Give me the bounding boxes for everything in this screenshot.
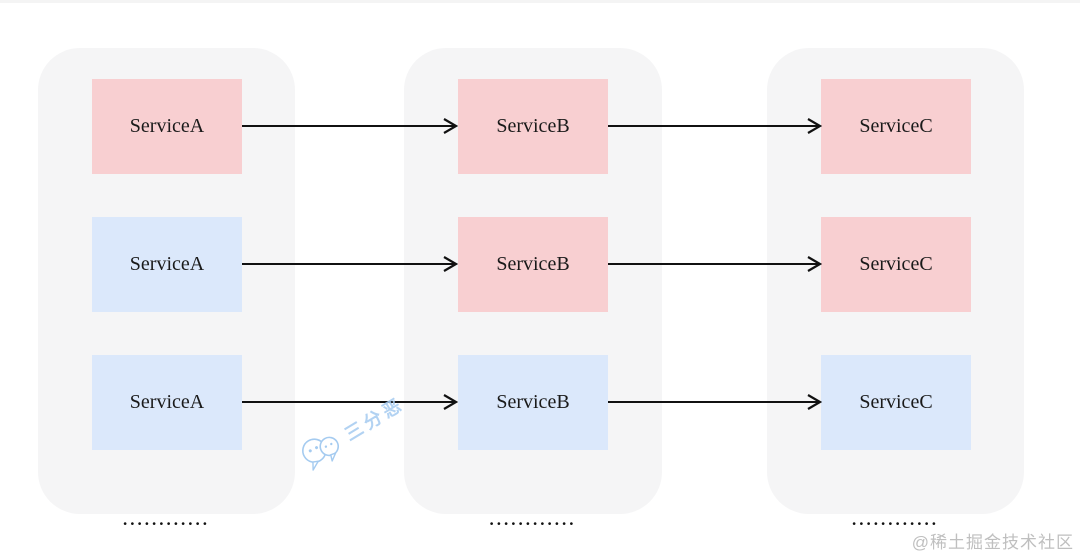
ellipsis-dots-c: ............ [852, 510, 939, 529]
node-service-b-row1: ServiceB [458, 79, 608, 174]
arrow-a-to-b-row2 [242, 256, 458, 272]
arrow-b-to-c-row3 [608, 394, 822, 410]
node-service-c-row2: ServiceC [821, 217, 971, 312]
arrow-a-to-b-row1 [242, 118, 458, 134]
node-service-a-row2: ServiceA [92, 217, 242, 312]
node-service-a-row1: ServiceA [92, 79, 242, 174]
arrow-b-to-c-row2 [608, 256, 822, 272]
arrow-b-to-c-row1 [608, 118, 822, 134]
arrow-a-to-b-row3 [242, 394, 458, 410]
node-service-c-row3: ServiceC [821, 355, 971, 450]
node-service-a-row3: ServiceA [92, 355, 242, 450]
credit-text: @稀土掘金技术社区 [911, 533, 1074, 552]
ellipsis-dots-b: ............ [489, 510, 577, 529]
node-service-b-row2: ServiceB [458, 217, 608, 312]
node-service-c-row1: ServiceC [821, 79, 971, 174]
wechat-bubbles-icon [302, 436, 340, 471]
ellipsis-dots-a: ............ [123, 510, 210, 529]
node-service-b-row3: ServiceB [458, 355, 608, 450]
top-border-line [0, 0, 1080, 3]
